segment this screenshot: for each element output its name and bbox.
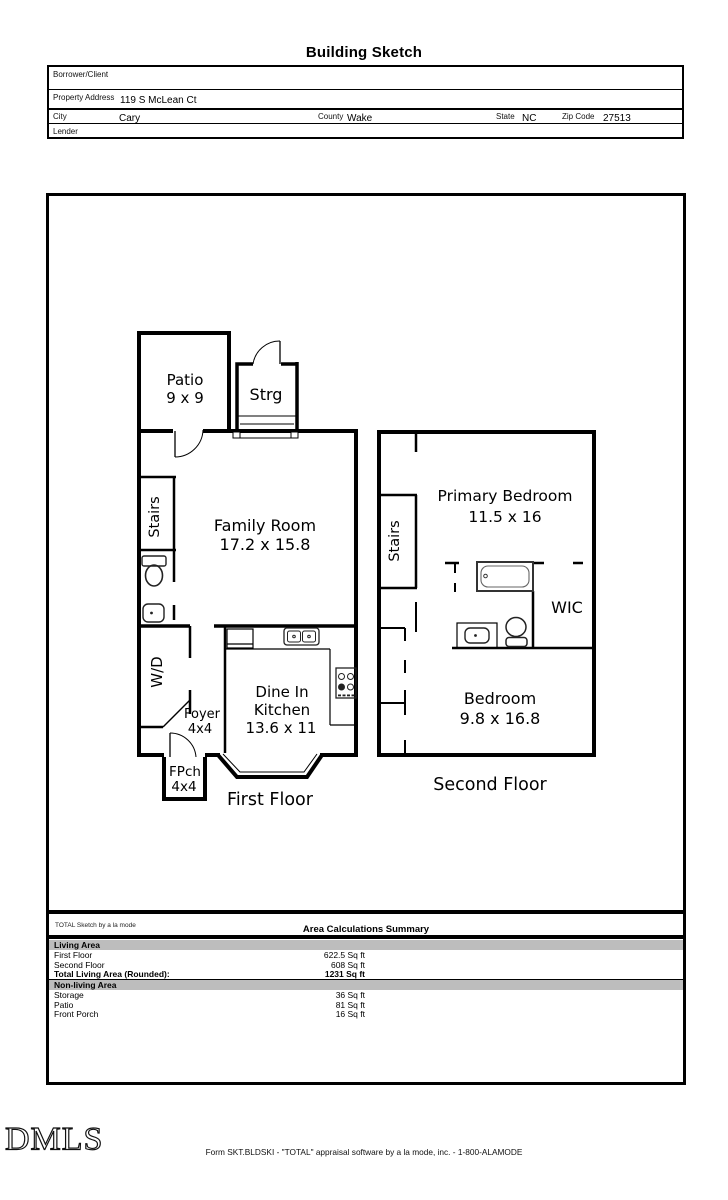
lender-label: Lender [53,127,78,136]
summary-row-second-floor: Second Floor 608 Sq ft [49,959,683,971]
living-area-band: Living Area [49,940,683,950]
living-area-band-label: Living Area [54,940,100,950]
summary-row-front-porch: Front Porch 16 Sq ft [49,1009,683,1020]
dmls-logo: DMLS [4,1122,104,1158]
county-label: County [318,112,344,121]
nonliving-area-band: Non-living Area [49,980,683,990]
row-value: 608 Sq ft [330,959,365,970]
form-id-footer: Form SKT.BLDSKI - "TOTAL" appraisal soft… [205,1147,523,1157]
borrower-label: Borrower/Client [53,70,109,79]
property-info-table: Borrower/Client Property Address 119 S M… [47,65,684,139]
summary-row-patio: Patio 81 Sq ft [49,999,683,1011]
page-title: Building Sketch [305,44,423,61]
summary-watermark: TOTAL Sketch by a la mode [55,922,136,929]
state-label: State [496,112,515,121]
county-value: Wake [347,113,373,124]
summary-row-storage: Storage 36 Sq ft [49,990,683,1001]
zip-code-label: Zip Code [562,112,595,121]
summary-title: Area Calculations Summary [302,924,430,935]
city-label: City [53,112,67,121]
row-label: Front Porch [54,1009,99,1019]
city-value: Cary [119,113,141,124]
row-label: Total Living Area (Rounded): [54,968,170,979]
nonliving-area-band-label: Non-living Area [54,980,117,990]
row-value: 81 Sq ft [335,999,365,1010]
summary-top-bar [49,910,683,914]
row-value: 36 Sq ft [335,990,365,1000]
lender-row: Lender [49,123,682,137]
row-label: Patio [54,999,74,1010]
row-value: 622.5 Sq ft [323,950,365,960]
property-address-row: Property Address 119 S McLean Ct [49,89,682,108]
row-label: Storage [54,990,84,1000]
property-address-value: 119 S McLean Ct [120,95,197,106]
summary-row-first-floor: First Floor 622.5 Sq ft [49,950,683,961]
row-value: 1231 Sq ft [324,968,365,979]
row-value: 16 Sq ft [335,1009,365,1019]
borrower-row: Borrower/Client [49,67,682,89]
row-label: Second Floor [54,959,105,970]
summary-row-total-living: Total Living Area (Rounded): 1231 Sq ft [49,968,683,980]
city-county-state-zip-row: City Cary County Wake State NC Zip Code … [49,108,682,124]
state-value: NC [522,113,537,124]
summary-divider-bar [49,935,683,939]
zip-code-value: 27513 [603,113,631,124]
property-address-label: Property Address [53,93,115,102]
row-label: First Floor [54,950,93,960]
